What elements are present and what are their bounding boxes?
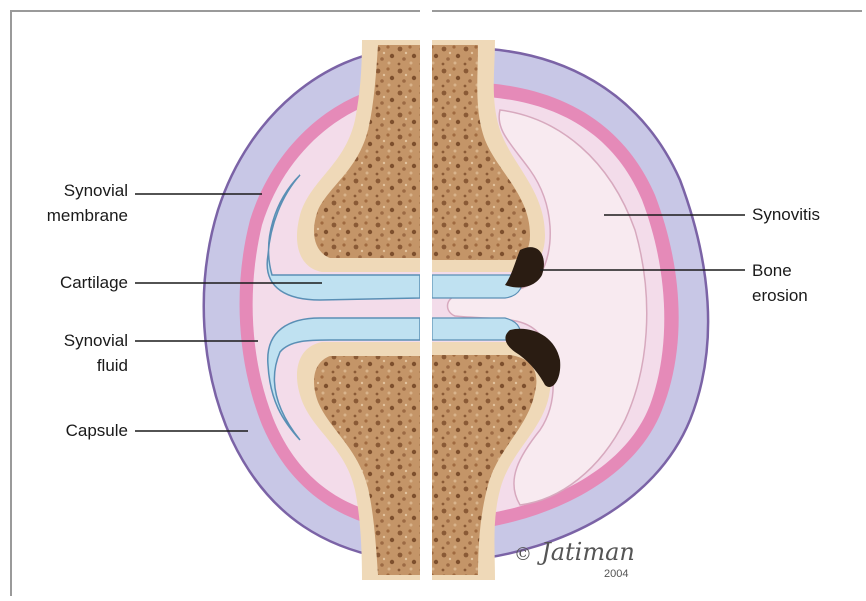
label-synovial-membrane-line2: membrane xyxy=(20,203,128,228)
label-cartilage-text: Cartilage xyxy=(20,270,128,295)
artist-signature: © Jatiman xyxy=(514,538,635,566)
label-bone-erosion-line1: Bone xyxy=(752,258,808,283)
label-bone-erosion-line2: erosion xyxy=(752,283,808,308)
label-cartilage: Cartilage xyxy=(20,270,128,295)
label-synovial-membrane-line1: Synovial xyxy=(20,178,128,203)
label-synovial-fluid-line2: fluid xyxy=(20,353,128,378)
label-capsule-text: Capsule xyxy=(20,418,128,443)
label-synovitis: Synovitis xyxy=(752,202,820,227)
label-synovial-fluid-line1: Synovial xyxy=(20,328,128,353)
label-synovial-fluid: Synovial fluid xyxy=(20,328,128,378)
artist-name: Jatiman xyxy=(541,538,635,566)
signature-year-text: 2004 xyxy=(604,568,628,580)
upper-cartilage-right xyxy=(432,275,522,298)
label-synovial-membrane: Synovial membrane xyxy=(20,178,128,228)
label-synovitis-text: Synovitis xyxy=(752,202,820,227)
label-capsule: Capsule xyxy=(20,418,128,443)
label-bone-erosion: Bone erosion xyxy=(752,258,808,308)
copyright-symbol: © xyxy=(514,544,532,565)
split-gap xyxy=(420,0,432,601)
signature-year: 2004 xyxy=(604,568,628,580)
